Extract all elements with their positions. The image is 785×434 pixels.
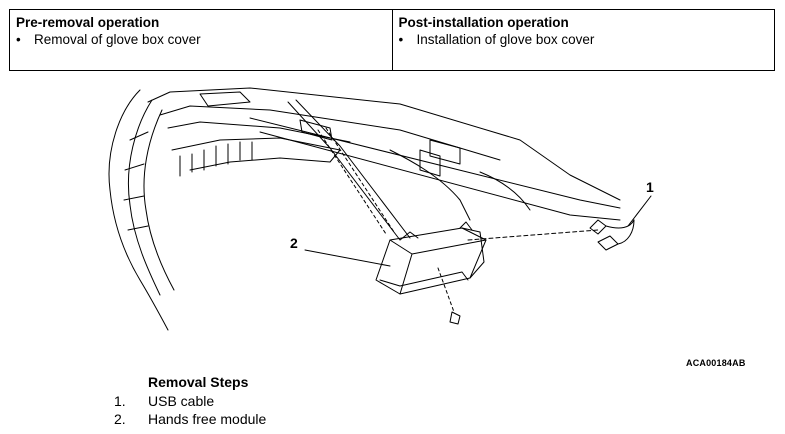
step-label: Hands free module: [148, 411, 267, 427]
operations-table: Pre-removal operation • Removal of glove …: [9, 9, 775, 71]
bullet-icon: •: [16, 32, 21, 47]
pre-removal-cell: Pre-removal operation • Removal of glove …: [10, 10, 392, 70]
step-label: USB cable: [148, 393, 215, 409]
callout-1: 1: [646, 179, 654, 195]
figure-id: ACA00184AB: [686, 358, 746, 368]
dashboard-module-illustration: 2 1: [108, 87, 654, 331]
callout-2: 2: [290, 235, 298, 251]
post-installation-item: • Installation of glove box cover: [399, 31, 769, 48]
pre-removal-title: Pre-removal operation: [16, 15, 160, 30]
post-installation-cell: Post-installation operation • Installatio…: [391, 10, 775, 70]
pre-removal-item-text: Removal of glove box cover: [34, 32, 201, 47]
bullet-icon: •: [398, 32, 404, 47]
pre-removal-item: • Removal of glove box cover: [16, 31, 386, 48]
post-installation-title: Post-installation operation: [398, 15, 569, 30]
removal-steps-title: Removal Steps: [148, 374, 249, 390]
step-number: 2.: [114, 411, 126, 427]
step-number: 1.: [114, 393, 126, 409]
post-installation-item-text: Installation of glove box cover: [416, 32, 595, 47]
